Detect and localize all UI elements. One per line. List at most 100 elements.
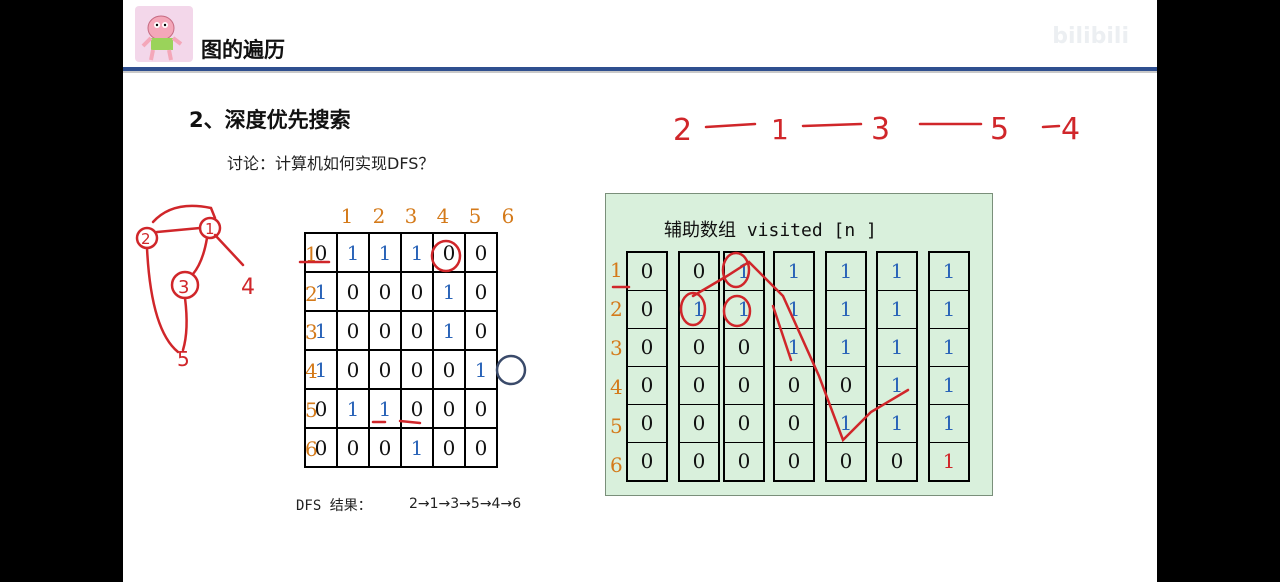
visited-cell: 0 — [775, 367, 813, 405]
handwritten-order-node: 3 — [871, 112, 890, 147]
visited-row-label: 2 — [610, 297, 623, 321]
matrix-cell: 0 — [336, 310, 370, 351]
matrix-cell: 1 — [336, 232, 370, 273]
visited-cell: 1 — [930, 253, 968, 291]
discussion-text: 讨论：计算机如何实现DFS？ — [227, 154, 435, 173]
matrix-cell: 0 — [400, 349, 434, 390]
visited-cell: 0 — [628, 329, 666, 367]
graph-node-label: 2 — [141, 230, 151, 248]
graph-node-2 — [135, 226, 159, 250]
visited-cell: 1 — [878, 405, 916, 443]
handwritten-order-node: 1 — [771, 113, 789, 146]
visited-cell: 0 — [628, 253, 666, 291]
visited-cell: 1 — [827, 405, 865, 443]
visited-row-label: 1 — [610, 258, 623, 282]
matrix-cell: 0 — [304, 427, 338, 468]
visited-cell: 1 — [878, 291, 916, 329]
visited-cell: 1 — [942, 449, 956, 473]
visited-row-label: 4 — [610, 375, 623, 399]
matrix-cell: 0 — [464, 427, 498, 468]
header-divider — [123, 67, 1157, 71]
handwritten-order-node: 5 — [990, 112, 1009, 147]
visited-cell: 0 — [628, 367, 666, 405]
dfs-result-sequence: 2→1→3→5→4→6 — [409, 496, 522, 512]
matrix-cell: 1 — [336, 388, 370, 429]
matrix-cell: 1 — [400, 232, 434, 273]
visited-cell: 1 — [930, 291, 968, 329]
dfs-result-label: DFS 结果： — [296, 498, 372, 514]
visited-cell: 0 — [628, 291, 666, 329]
visited-row-label: 5 — [610, 414, 623, 438]
matrix-cell: 0 — [368, 271, 402, 312]
matrix-cell: 0 — [464, 388, 498, 429]
visited-cell: 1 — [827, 253, 865, 291]
visited-row-label: 6 — [610, 453, 623, 477]
matrix-cell: 1 — [464, 349, 498, 390]
matrix-cell: 1 — [304, 349, 338, 390]
visited-panel-title: 辅助数组 visited [n ] — [664, 220, 877, 241]
visited-cell: 1 — [930, 405, 968, 443]
matrix-cell: 0 — [432, 427, 466, 468]
visited-cell: 0 — [737, 449, 751, 473]
matrix-cell: 0 — [400, 388, 434, 429]
visited-cell: 0 — [775, 405, 813, 443]
visited-cell: 1 — [725, 253, 763, 291]
slide-header: 图的遍历 bilibili — [123, 0, 1157, 68]
matrix-cell: 0 — [464, 271, 498, 312]
matrix-cell: 0 — [336, 427, 370, 468]
visited-cell: 0 — [787, 449, 801, 473]
header-divider-shadow — [123, 71, 1157, 73]
matrix-cell: 1 — [432, 310, 466, 351]
slide: 图的遍历 bilibili 2、深度优先搜索 讨论：计算机如何实现DFS？ 1 … — [123, 0, 1157, 582]
matrix-cell: 0 — [432, 388, 466, 429]
matrix-col-label: 6 — [501, 204, 515, 228]
visited-cell: 0 — [680, 367, 718, 405]
visited-cell: 0 — [839, 449, 853, 473]
matrix-cell: 0 — [368, 427, 402, 468]
visited-cell: 0 — [640, 449, 654, 473]
matrix-cell: 1 — [304, 310, 338, 351]
matrix-cell: 0 — [336, 271, 370, 312]
visited-cell: 0 — [725, 367, 763, 405]
graph-node-label: 1 — [205, 220, 215, 238]
handwritten-order-node: 2 — [673, 113, 692, 148]
bilibili-watermark: bilibili — [1052, 24, 1129, 49]
matrix-cell: 1 — [400, 427, 434, 468]
visited-cell: 1 — [827, 291, 865, 329]
matrix-cell: 1 — [368, 232, 402, 273]
section-title: 2、深度优先搜索 — [189, 108, 351, 132]
matrix-cell: 1 — [304, 271, 338, 312]
graph-node-3 — [170, 270, 200, 300]
visited-cell: 1 — [878, 367, 916, 405]
visited-cell: 0 — [680, 329, 718, 367]
graph-node-label: 4 — [241, 275, 255, 300]
graph-node-label: 5 — [177, 347, 190, 371]
matrix-col-label: 1 — [340, 204, 354, 228]
visited-cell: 1 — [827, 329, 865, 367]
visited-cell: 1 — [930, 329, 968, 367]
visited-cell: 1 — [680, 291, 718, 329]
handwritten-order-node: 4 — [1061, 112, 1080, 147]
matrix-cell: 1 — [368, 388, 402, 429]
matrix-cell: 0 — [368, 310, 402, 351]
matrix-cell: 0 — [336, 349, 370, 390]
visited-cell: 0 — [725, 405, 763, 443]
matrix-cell: 0 — [464, 310, 498, 351]
matrix-col-label: 3 — [404, 204, 418, 228]
matrix-col-label: 2 — [372, 204, 386, 228]
matrix-cell: 0 — [304, 388, 338, 429]
circled-entry-marker — [495, 354, 527, 386]
